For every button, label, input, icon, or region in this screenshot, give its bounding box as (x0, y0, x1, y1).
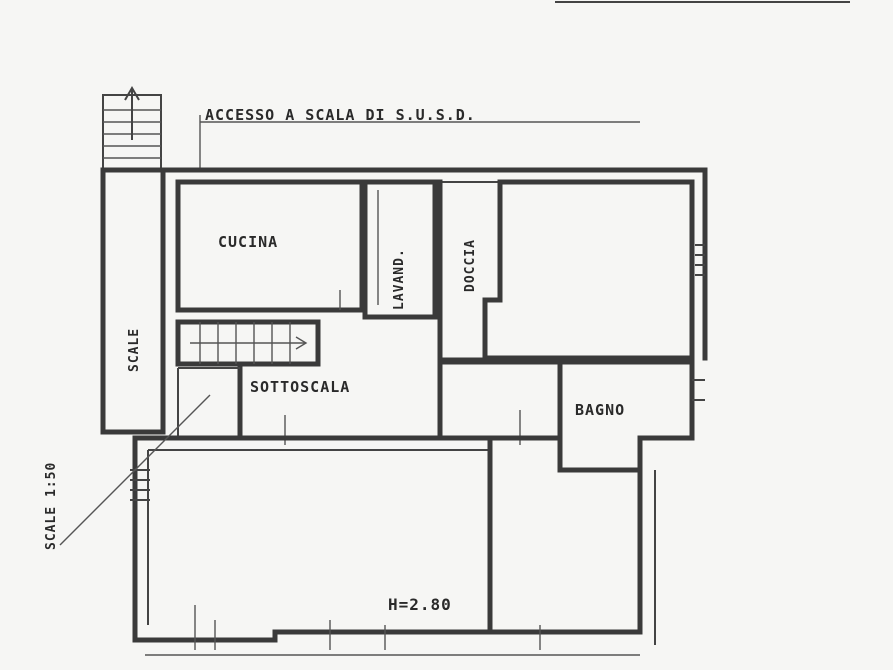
passage-area (437, 359, 563, 445)
section-leader-line (59, 394, 211, 546)
kitchen-label: CUCINA (218, 233, 278, 251)
large-room-top-right (482, 179, 705, 361)
laundry-room (362, 179, 438, 320)
stair-corridor (100, 167, 166, 435)
lower-left-window (130, 469, 150, 501)
kitchen-room (175, 179, 365, 313)
laundry-label: LAVAND. (392, 248, 407, 310)
bottom-dimension-ticks (145, 605, 640, 656)
height-label: H=2.80 (388, 595, 452, 614)
shower-room (437, 179, 503, 363)
internal-stair (175, 319, 321, 367)
plan-title: ACCESSO A SCALA DI S.U.S.D. (205, 106, 476, 124)
understair-label: SOTTOSCALA (250, 378, 350, 396)
bathroom-room (557, 359, 705, 473)
lower-unit-walls (132, 435, 656, 645)
shower-label: DOCCIA (463, 239, 478, 292)
understair-room (177, 361, 443, 445)
bathroom-label: BAGNO (575, 401, 625, 419)
corridor-label: SCALE (127, 328, 142, 372)
side-scale-label: SCALE 1:50 (44, 462, 59, 550)
external-stair (102, 86, 162, 171)
